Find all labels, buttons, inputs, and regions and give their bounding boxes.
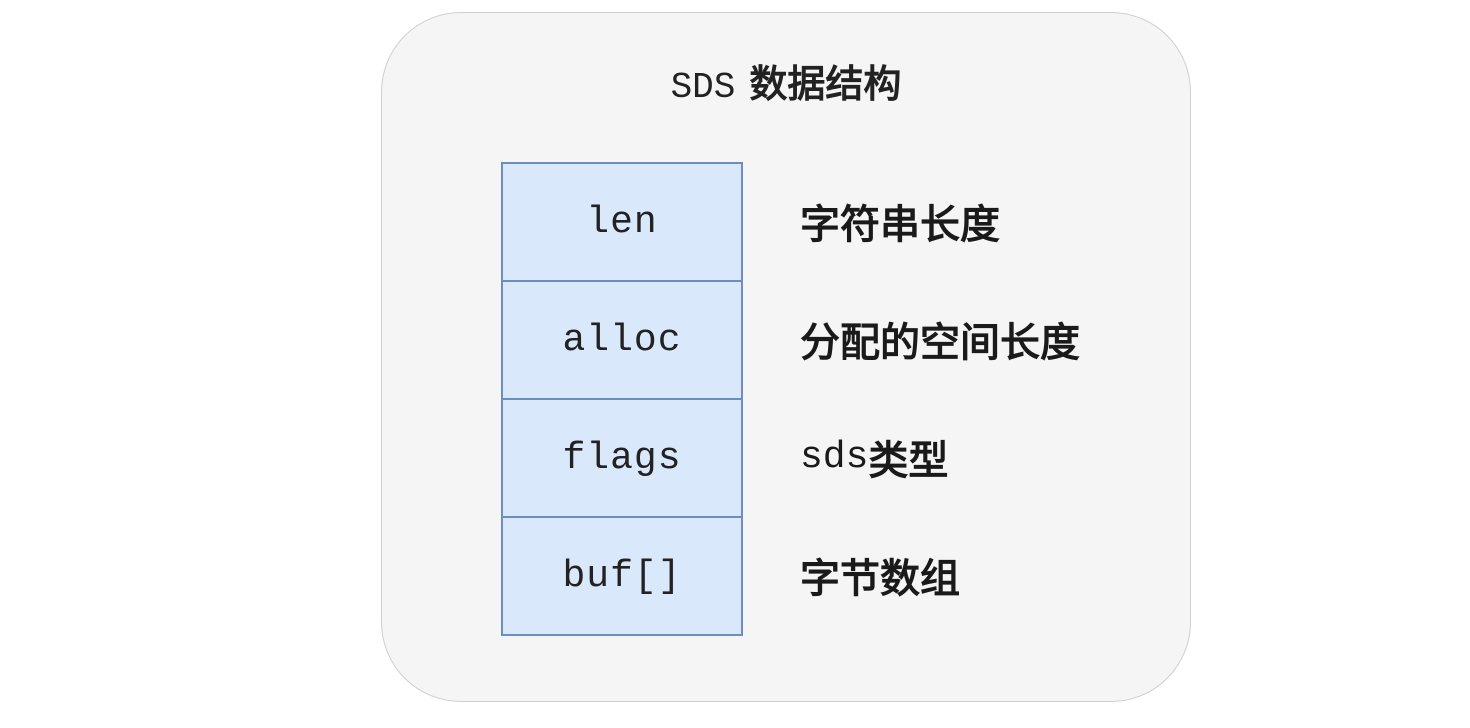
- field-stack: len alloc flags buf[]: [501, 162, 743, 636]
- desc-flags-code: sds: [800, 435, 869, 479]
- title-code: SDS: [670, 67, 736, 108]
- desc-flags-text: 类型: [868, 438, 949, 484]
- diagram-title: SDS 数据结构: [382, 53, 1190, 108]
- field-buf: buf[]: [501, 516, 743, 636]
- desc-alloc: 分配的空间长度: [800, 320, 1080, 366]
- field-len: len: [501, 162, 743, 282]
- sds-structure-container: SDS 数据结构 len alloc flags buf[] 字符串长度 分配的空…: [381, 12, 1191, 702]
- field-alloc: alloc: [501, 280, 743, 400]
- desc-buf: 字节数组: [800, 556, 960, 602]
- field-flags: flags: [501, 398, 743, 518]
- title-text: 数据结构: [749, 62, 902, 106]
- desc-len: 字符串长度: [800, 202, 1000, 248]
